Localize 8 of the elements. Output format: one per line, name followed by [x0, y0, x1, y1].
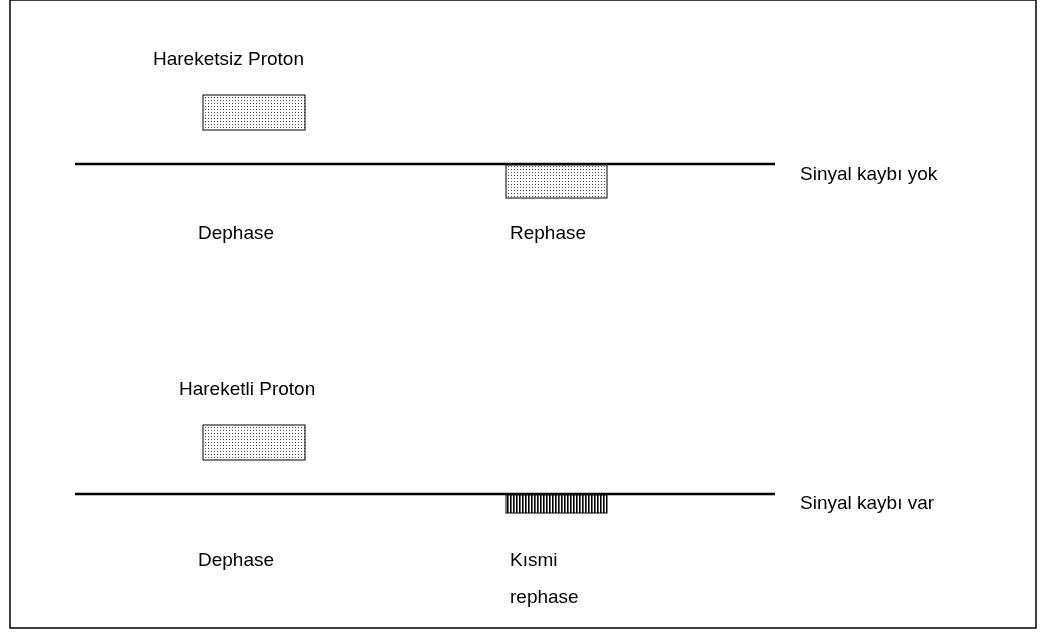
text-label: Hareketsiz Proton [153, 47, 304, 71]
text-label: Sinyal kaybı var [800, 491, 935, 515]
text-label: Hareketli Proton [179, 377, 316, 401]
text-label: Rephase [510, 221, 587, 245]
text-label: Dephase [198, 548, 275, 572]
text-label: Kısmi rephase [510, 548, 580, 609]
text-label: Dephase [198, 221, 275, 245]
text-label: Sinyal kaybı yok [800, 162, 938, 186]
